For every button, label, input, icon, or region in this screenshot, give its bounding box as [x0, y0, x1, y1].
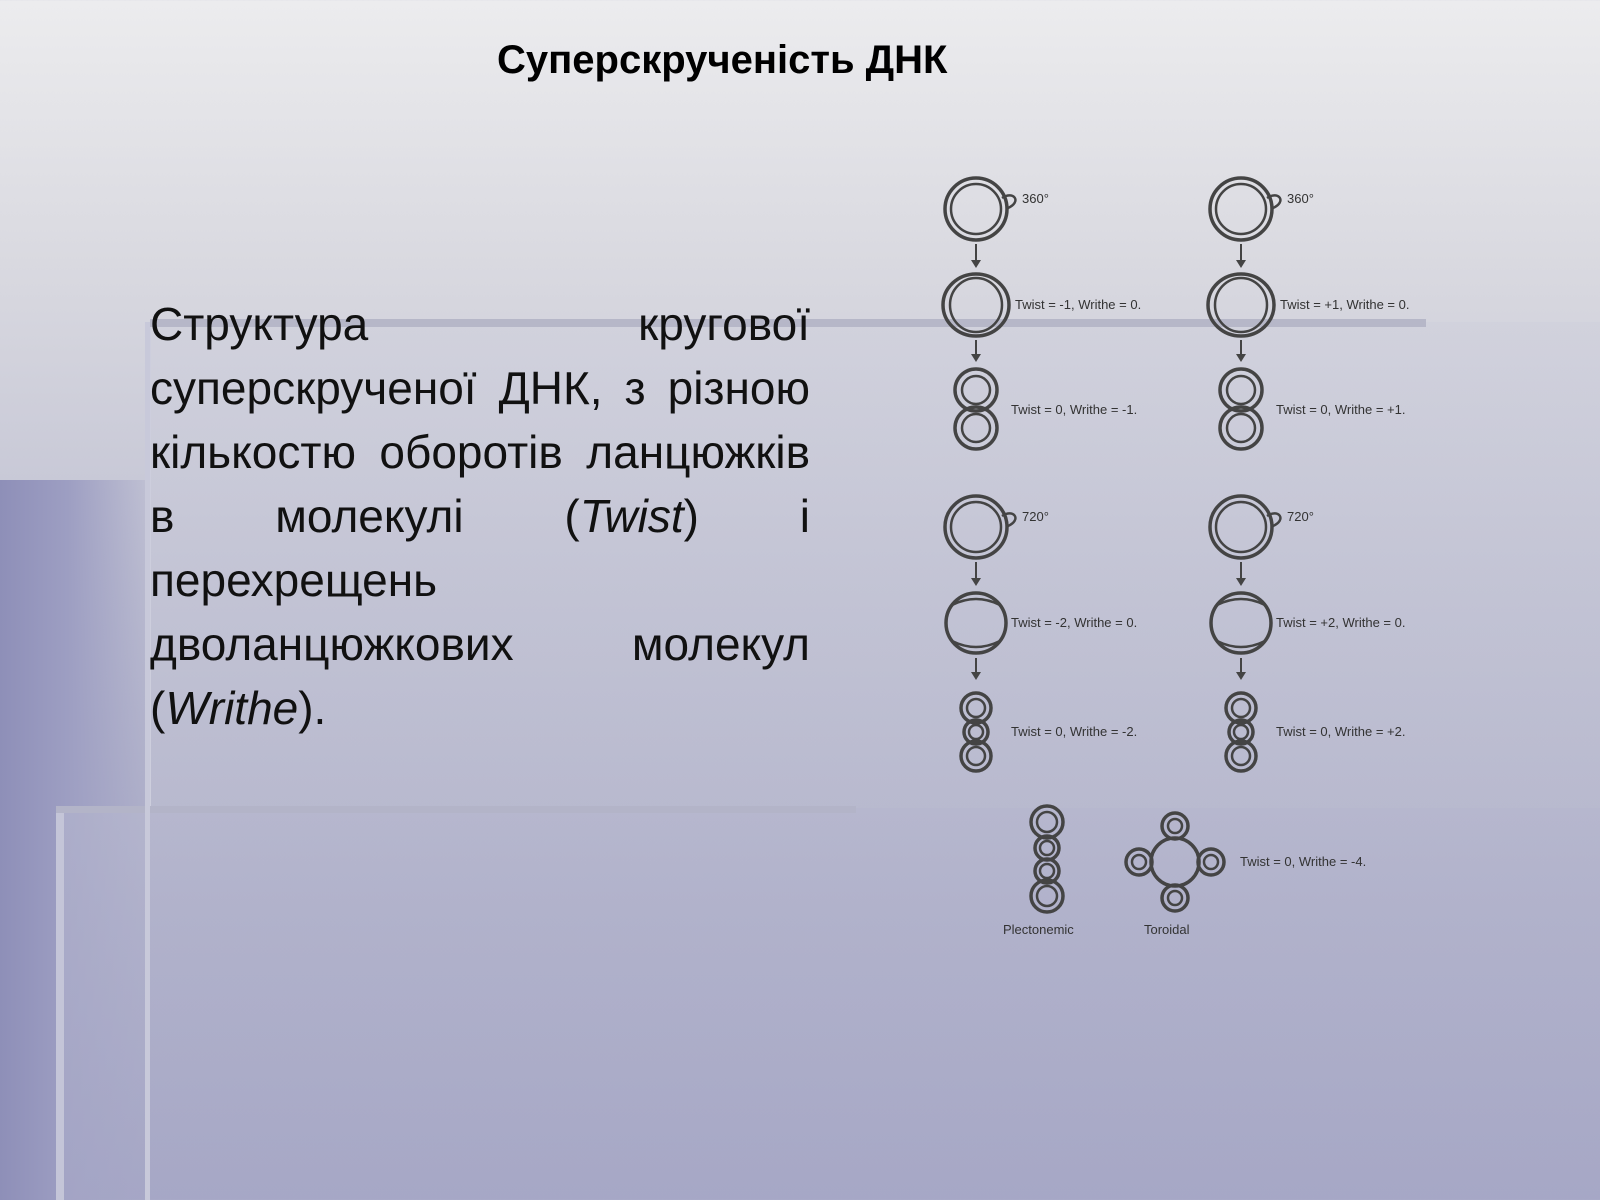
arrow-down-icon	[1236, 658, 1246, 680]
figure-eight	[1218, 367, 1264, 451]
circle-twisted	[1209, 591, 1273, 655]
twist-label: Twist = -2, Writhe = 0.	[1011, 615, 1137, 630]
text-part-1: Структура кругової суперскрученої ДНК, з…	[150, 298, 810, 542]
supercoil-diagram: 360° Twist = -1, Writhe = 0. Twist = 0, …	[941, 176, 1409, 937]
slide-body-text: Структура кругової суперскрученої ДНК, з…	[150, 292, 810, 740]
triple-loop	[1224, 691, 1258, 773]
plectonemic-label: Plectonemic	[1003, 922, 1074, 937]
circle-720-right	[1208, 494, 1274, 560]
term-twist: Twist	[579, 490, 684, 542]
circle-twisted	[944, 591, 1008, 655]
twist-label: Twist = -1, Writhe = 0.	[1015, 297, 1141, 312]
decor-line-top	[150, 319, 1426, 327]
toroidal-label: Toroidal	[1144, 922, 1190, 937]
arrow-down-icon	[971, 340, 981, 362]
circle-720-left	[943, 494, 1009, 560]
writhe-label: Twist = 0, Writhe = -1.	[1011, 402, 1137, 417]
circle-360-left	[943, 176, 1009, 242]
angle-label: 360°	[1022, 191, 1049, 206]
arrow-down-icon	[1236, 562, 1246, 586]
circle-twisted	[941, 272, 1011, 338]
toroidal-shape	[1124, 811, 1226, 913]
angle-label: 720°	[1287, 509, 1314, 524]
angle-label: 720°	[1022, 509, 1049, 524]
writhe-label: Twist = 0, Writhe = +2.	[1276, 724, 1405, 739]
decor-line-bottom	[56, 806, 856, 813]
text-part-3: ).	[298, 682, 327, 734]
text-part-2: ) і перехрещень дволанцюжкових молекул (	[150, 490, 810, 734]
decor-line-vertical	[145, 322, 150, 1200]
arrow-down-icon	[971, 244, 981, 268]
figure-eight	[953, 367, 999, 451]
angle-label: 360°	[1287, 191, 1314, 206]
rotation-arrow-icon	[1001, 512, 1017, 528]
bottom-label: Twist = 0, Writhe = -4.	[1240, 854, 1366, 869]
slide-title: Суперскрученість ДНК	[497, 38, 948, 82]
triple-loop	[959, 691, 993, 773]
top-decor-panel	[145, 322, 1600, 808]
writhe-label: Twist = 0, Writhe = -2.	[1011, 724, 1137, 739]
arrow-down-icon	[971, 658, 981, 680]
plectonemic-shape	[1029, 804, 1065, 914]
arrow-down-icon	[971, 562, 981, 586]
circle-twisted	[1206, 272, 1276, 338]
twist-label: Twist = +2, Writhe = 0.	[1276, 615, 1405, 630]
bottom-decor-panel	[56, 808, 1600, 1200]
writhe-label: Twist = 0, Writhe = +1.	[1276, 402, 1405, 417]
circle-360-right	[1208, 176, 1274, 242]
rotation-arrow-icon	[1266, 512, 1282, 528]
term-writhe: Writhe	[165, 682, 299, 734]
rotation-arrow-icon	[1001, 194, 1017, 210]
twist-label: Twist = +1, Writhe = 0.	[1280, 297, 1409, 312]
rotation-arrow-icon	[1266, 194, 1282, 210]
arrow-down-icon	[1236, 340, 1246, 362]
arrow-down-icon	[1236, 244, 1246, 268]
